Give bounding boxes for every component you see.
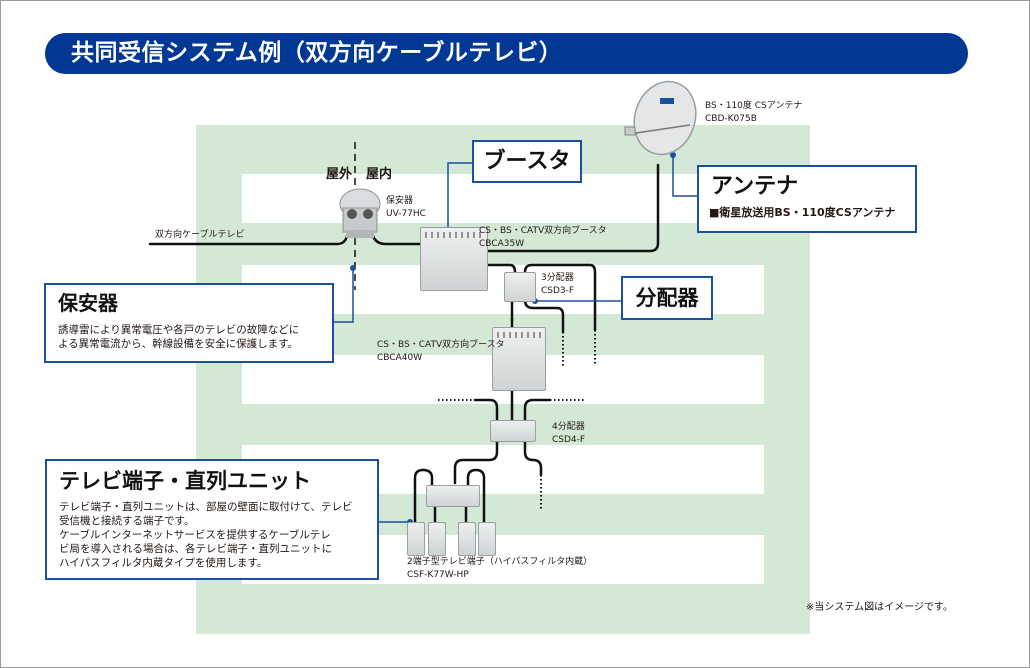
antenna-callout-title: アンテナ <box>711 174 799 199</box>
antenna-callout-desc: ■衛星放送用BS・110度CSアンテナ <box>709 206 896 219</box>
splitter-callout-title: 分配器 <box>635 286 699 310</box>
splitter4-out-right-wire <box>523 438 543 477</box>
splitter3-name-label: 3分配器 <box>541 273 574 283</box>
booster-antenna-wire <box>483 163 660 253</box>
tv-terminal-device <box>458 522 476 556</box>
protector-callout-desc-line: よる異常電流から、幹線設備を安全に保護します。 <box>58 338 299 350</box>
splitter3-model-label: CSD3-F <box>541 286 575 296</box>
terminal-callout: テレビ端子・直列ユニット テレビ端子・直列ユニットは、部屋の壁面に取付けて、テレ… <box>45 459 379 580</box>
booster-callout-title: ブースタ <box>483 149 571 174</box>
series-unit-device <box>426 485 480 507</box>
splitter4-in-left-wire <box>473 398 499 422</box>
booster-callout: ブースタ <box>472 140 582 183</box>
tv-terminal-device <box>478 522 496 556</box>
protector-booster-wire <box>371 234 422 246</box>
unit-wire-1 <box>413 468 434 524</box>
protector-callout-desc-line: 誘導雷により異常電圧や各戸のテレビの故障などに <box>58 324 300 336</box>
tv-terminal-device <box>428 522 446 556</box>
booster2-model-label: CBCA40W <box>377 353 423 363</box>
booster2-name-label: CS・BS・CATV双方向ブースタ <box>377 340 505 350</box>
protector-callout: 保安器 誘導雷により異常電圧や各戸のテレビの故障などに よる異常電流から、幹線設… <box>44 283 334 363</box>
booster-leader <box>447 162 472 230</box>
tv-terminal-device <box>407 522 425 556</box>
terminal-name-label: 2端子型テレビ端子（ハイパスフィルタ内蔵） <box>407 557 593 567</box>
splitter3-out-right-wire <box>523 263 597 332</box>
protector-device-icon <box>339 188 381 238</box>
splitter4-device <box>490 420 536 442</box>
terminal-callout-desc-line: 受信機と接続する端子です。 <box>59 515 195 527</box>
terminal-model-label: CSF-K77W-HP <box>407 570 469 580</box>
protector-callout-title: 保安器 <box>58 291 118 315</box>
booster2-device <box>492 327 546 391</box>
terminal-callout-desc-line: テレビ端子・直列ユニットは、部屋の壁面に取付けて、テレビ <box>59 501 353 513</box>
splitter4-in-right-wire <box>523 398 552 422</box>
protector-name-label: 保安器 <box>386 196 414 206</box>
splitter3-device <box>504 272 536 302</box>
satellite-dish-icon <box>624 80 697 156</box>
protector-leader <box>333 268 354 323</box>
antenna-name-label: BS・110度 CSアンテナ <box>705 101 803 111</box>
splitter4-model-label: CSD4-F <box>552 435 586 445</box>
terminal-callout-desc-line: ビ局を導入される場合は、各テレビ端子・直列ユニットに <box>59 543 332 555</box>
page-title: 共同受信システム例（双方向ケーブルテレビ） <box>45 33 968 74</box>
terminal-callout-title: テレビ端子・直列ユニット <box>59 469 311 493</box>
booster1-model-label: CBCA35W <box>479 239 525 249</box>
splitter4-out-left-wire <box>453 438 499 485</box>
leader-dot <box>350 265 356 271</box>
splitter-callout: 分配器 <box>621 276 713 320</box>
antenna-model-label: CBD-K075B <box>705 114 757 124</box>
protector-model-label: UV-77HC <box>386 209 426 219</box>
splitter4-name-label: 4分配器 <box>552 422 585 432</box>
leader-dot <box>670 152 676 158</box>
antenna-callout: アンテナ ■衛星放送用BS・110度CSアンテナ <box>697 165 917 233</box>
booster1-name-label: CS・BS・CATV双方向ブースタ <box>479 226 607 236</box>
booster1-device <box>420 227 488 291</box>
splitter3-out-mid-wire <box>523 298 565 334</box>
terminal-callout-desc-line: ケーブルインターネットサービスを提供するケーブルテレ <box>59 529 331 541</box>
disclaimer-note: ※当システム図はイメージです。 <box>806 602 953 613</box>
cable-input-label: 双方向ケーブルテレビ <box>155 230 245 240</box>
antenna-leader <box>672 155 697 197</box>
unit-wire-2 <box>466 468 486 524</box>
booster-splitter3-wire <box>483 263 517 274</box>
indoor-label: 屋内 <box>366 167 393 182</box>
terminal-callout-desc-line: ハイパスフィルタ内蔵タイプを使用します。 <box>59 557 268 569</box>
outdoor-label: 屋外 <box>326 167 353 182</box>
